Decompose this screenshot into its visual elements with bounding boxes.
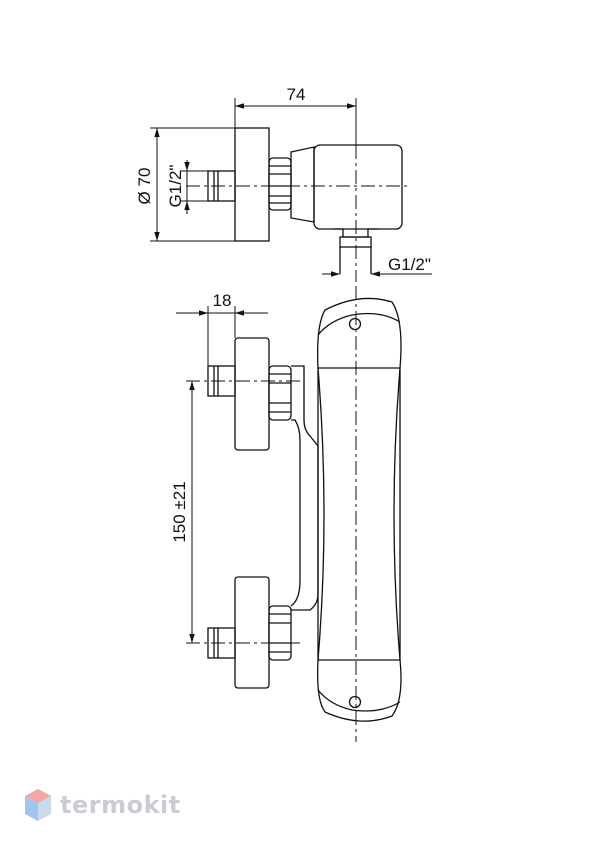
dim-label-18: 18: [213, 291, 232, 310]
dim-label-diameter: Ø 70: [135, 168, 154, 205]
inlet-nipple-top: [207, 170, 236, 202]
wall-flange-upper: [234, 337, 270, 451]
top-view: [150, 98, 432, 282]
inlet-nipple-lower: [207, 627, 236, 659]
thermostat-body: [317, 367, 401, 661]
connector-pipe: [291, 365, 319, 611]
mixer-body-top: [313, 144, 403, 230]
handle-lower: [317, 659, 402, 722]
logo-text: termokit: [60, 791, 181, 819]
nut-upper: [268, 365, 292, 421]
nut-lower: [268, 605, 292, 661]
inlet-nipple-upper: [207, 365, 236, 397]
dim-label-150: 150 ±21: [170, 481, 189, 542]
screw-hole-upper: [348, 317, 362, 331]
wall-flange-top: [234, 127, 270, 242]
dim-label-thread-inlet: G1/2": [166, 165, 185, 208]
front-view: [176, 286, 402, 742]
wall-flange-lower: [234, 576, 270, 689]
dim-label-74: 74: [287, 85, 306, 104]
termokit-logo: termokit: [24, 788, 181, 822]
screw-hole-lower: [348, 695, 362, 709]
dim-label-thread-outlet: G1/2": [388, 255, 431, 274]
cube-logo-icon: [25, 789, 51, 821]
handle-upper: [317, 297, 402, 369]
